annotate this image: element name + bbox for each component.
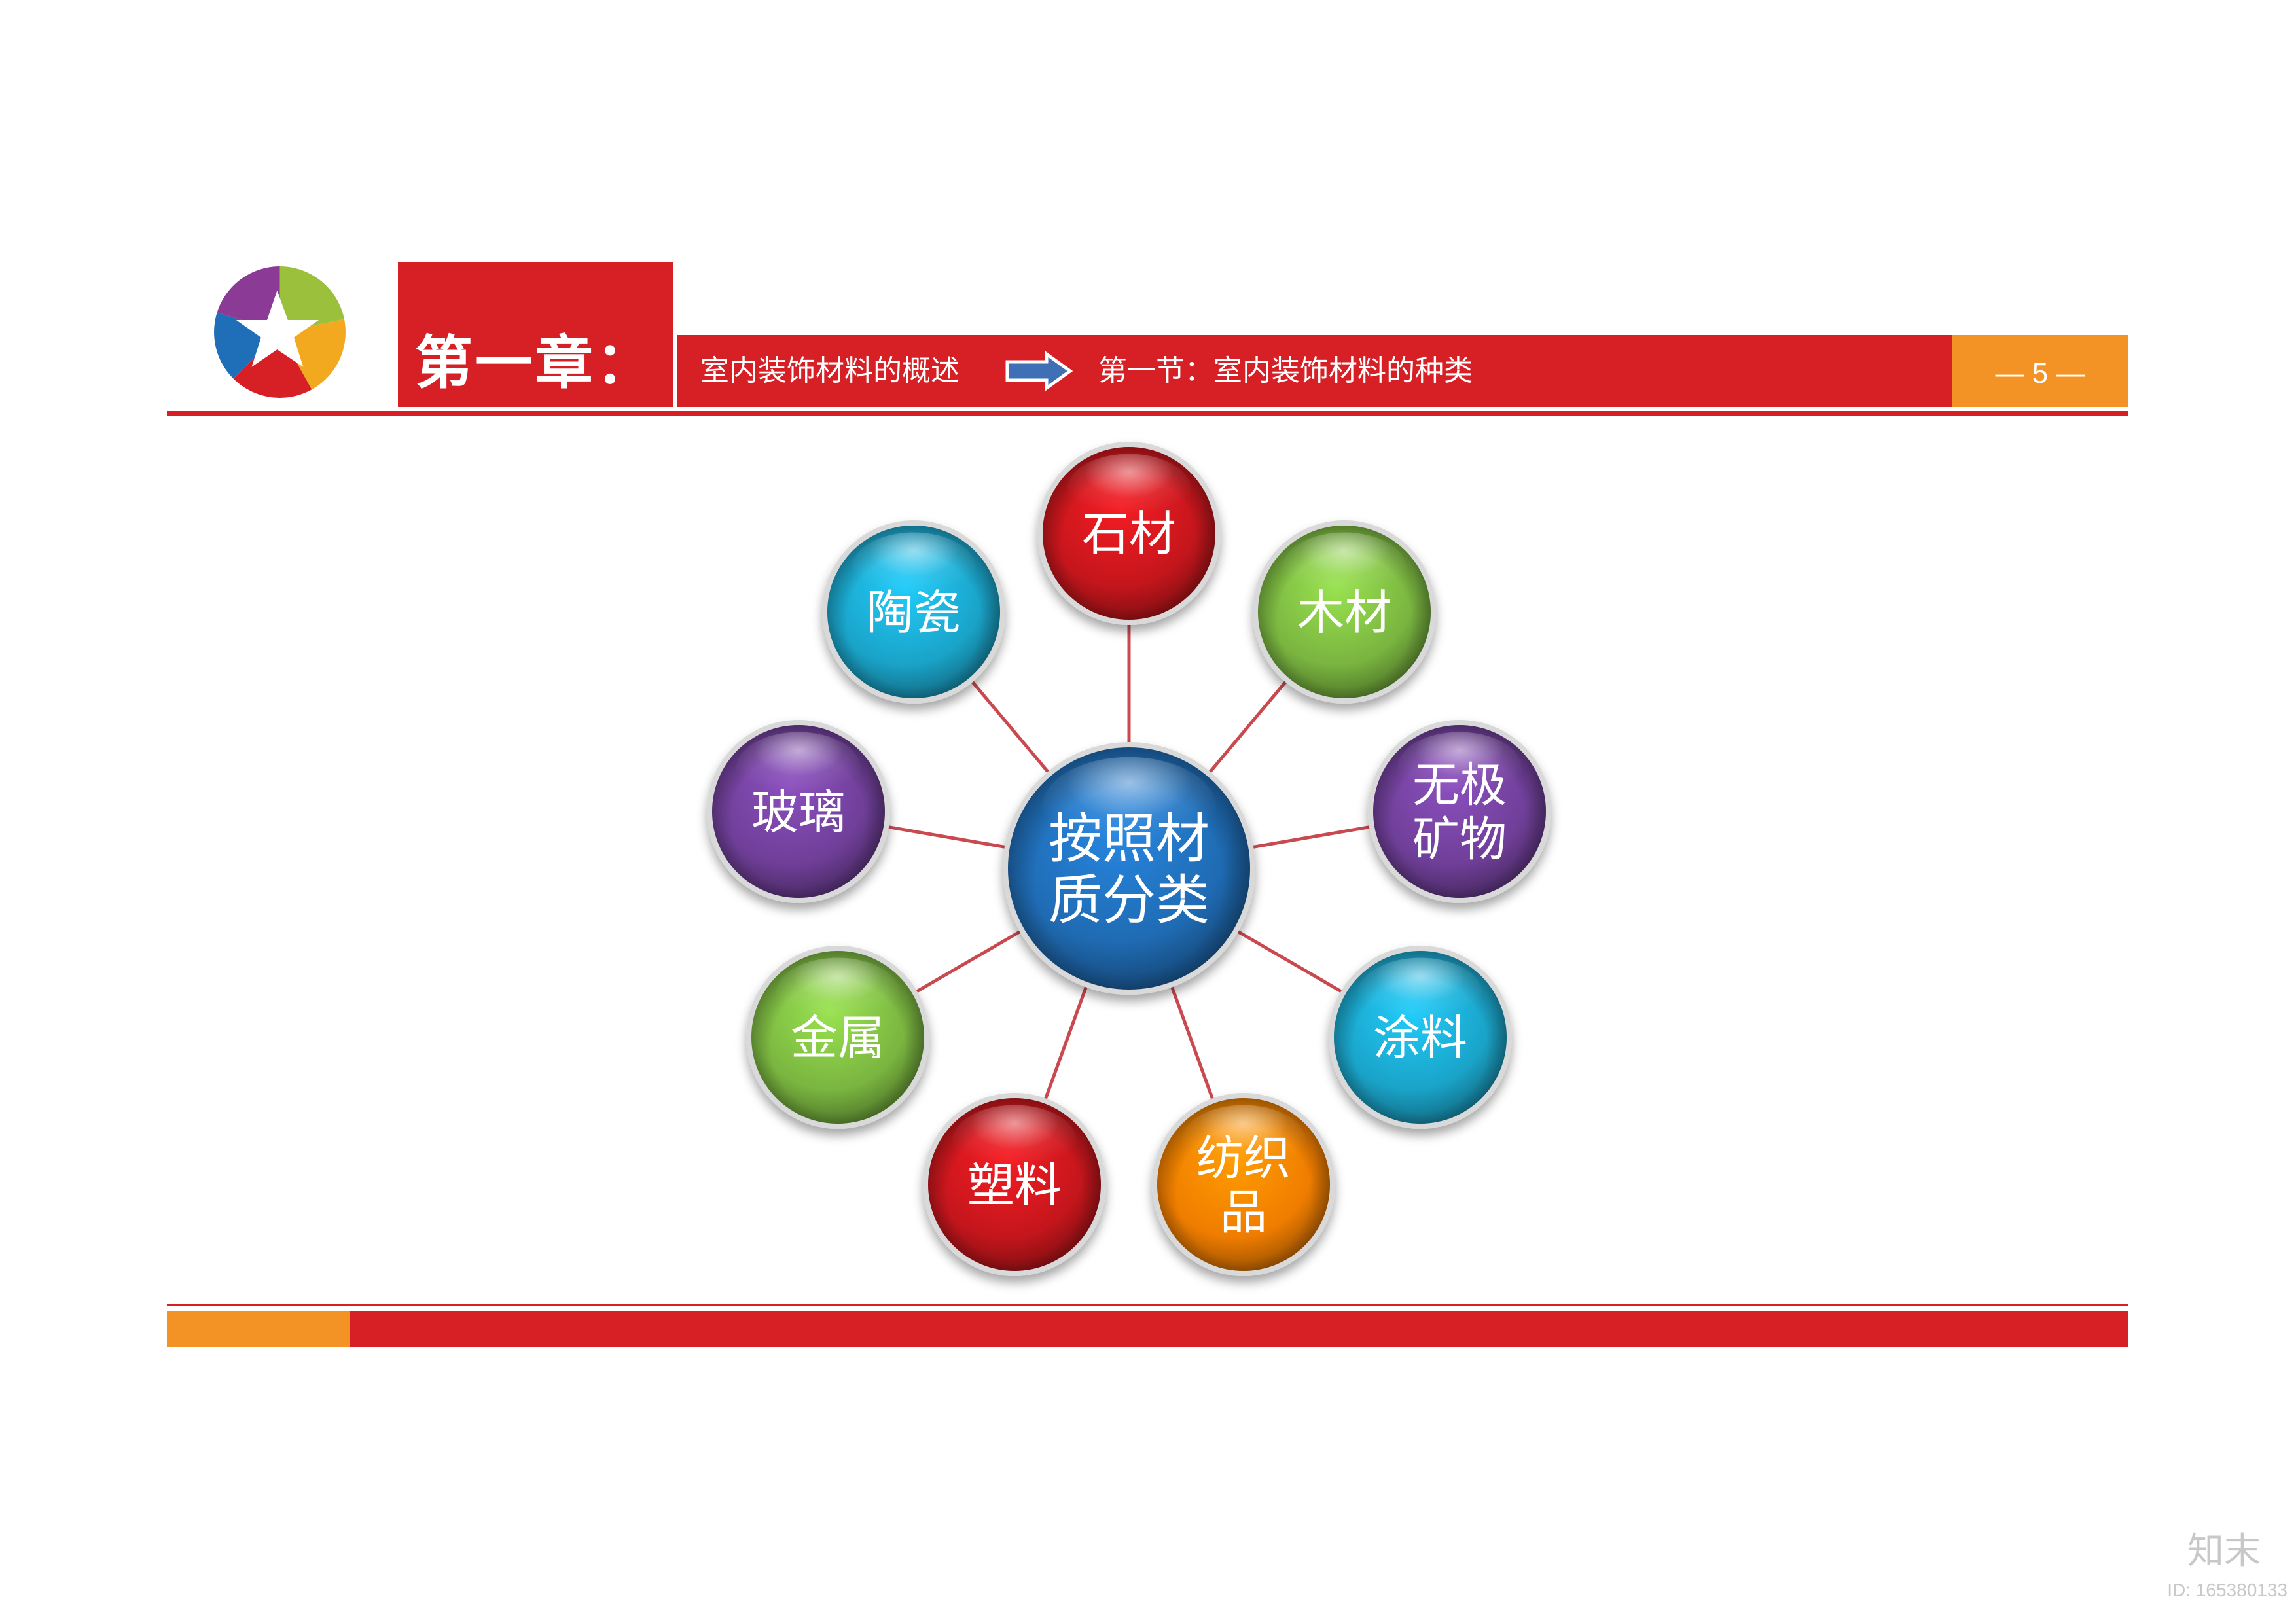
star-logo-icon [214,266,346,398]
material-node-label: 塑料 [967,1158,1062,1213]
material-node-label: 涂料 [1373,1010,1467,1065]
subtitle-bar [677,335,1952,407]
material-node: 涂料 [1329,946,1512,1129]
header-rule [167,411,2128,416]
footer-orange-bar [167,1311,350,1347]
material-node-label: 玻璃 [751,785,846,840]
center-node: 按照材质分类 [1003,742,1255,995]
material-node-label: 纺织品 [1196,1131,1291,1240]
material-node-label: 金属 [791,1010,885,1065]
material-node-label: 木材 [1297,585,1391,640]
chapter-title: 第一章： [414,329,656,397]
material-node: 陶瓷 [822,520,1005,704]
page-number: — 5 — [1995,357,2085,389]
subsection-title: 第一节：室内装饰材料的种类 [1098,354,1473,387]
material-node-label: 陶瓷 [867,585,961,640]
footer-red-bar [350,1311,2128,1347]
page-number-block [1952,335,2128,407]
material-node: 塑料 [923,1093,1106,1276]
material-node: 纺织品 [1152,1093,1335,1276]
section-title: 室内装饰材料的概述 [700,354,960,387]
material-node: 无极矿物 [1368,720,1551,903]
material-node: 木材 [1253,520,1436,704]
material-node-label: 无极矿物 [1412,758,1507,867]
chapter-block [398,262,673,407]
material-node: 玻璃 [707,720,890,903]
right-arrow-icon [1005,351,1073,391]
material-node: 石材 [1037,442,1221,625]
material-node-label: 石材 [1082,507,1176,562]
center-node-label: 按照材质分类 [1049,808,1210,931]
material-node: 金属 [746,946,929,1129]
footer-rule [167,1304,2128,1306]
watermark-logo: 知末 [2187,1530,2261,1573]
watermark-id: ID: 165380133 [2167,1580,2287,1600]
